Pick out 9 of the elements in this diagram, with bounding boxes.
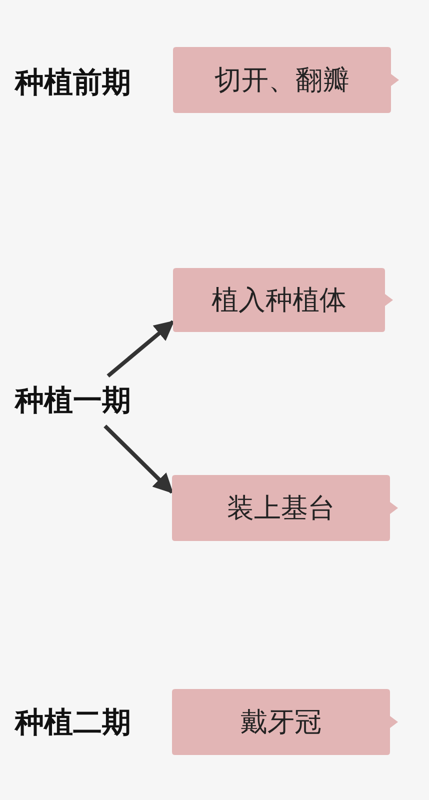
stage-label: 种植二期 [15, 700, 155, 746]
arrow [104, 424, 174, 494]
step-box: 装上基台 [172, 475, 398, 541]
step-box: 戴牙冠 [172, 689, 398, 755]
step-box: 植入种植体 [173, 268, 393, 332]
stage-label: 种植前期 [15, 60, 155, 106]
arrow [106, 320, 175, 378]
step-box: 切开、翻瓣 [173, 47, 399, 113]
stage-label: 种植一期 [15, 376, 155, 426]
